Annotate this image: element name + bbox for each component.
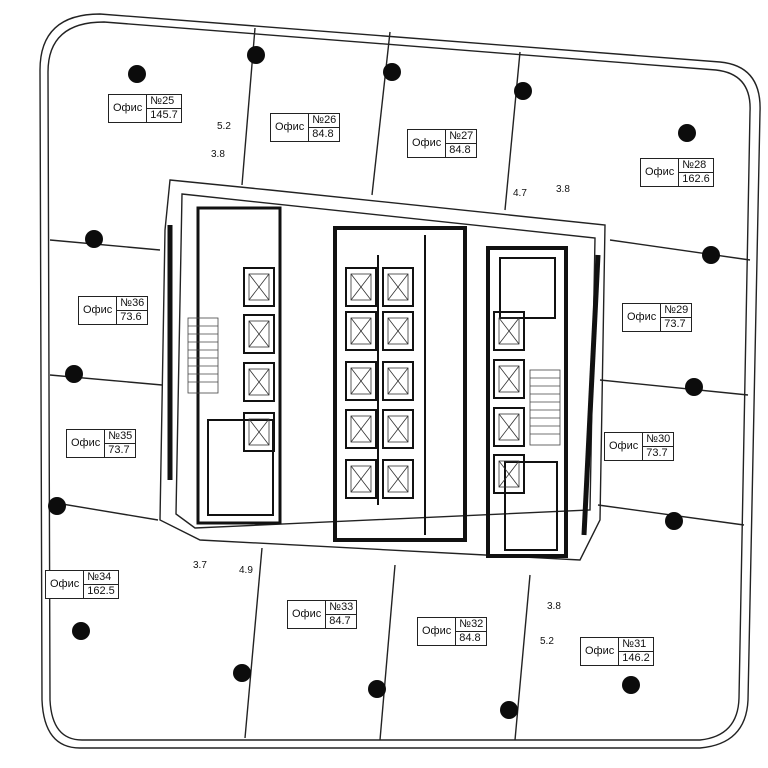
stairs: [187, 317, 561, 446]
elevator-shaft: [345, 311, 377, 351]
elevator-shaft: [345, 409, 377, 449]
office-number: №34: [84, 571, 118, 585]
elevator-shaft: [382, 311, 414, 351]
office-area: 84.8: [449, 144, 471, 156]
column-dot: [247, 46, 265, 64]
office-area: 162.5: [87, 585, 115, 597]
column-dot: [65, 365, 83, 383]
elevator-shaft: [493, 311, 525, 351]
elevator-shaft: [243, 362, 275, 402]
building-facade: [39, 13, 761, 749]
column-dot: [368, 680, 386, 698]
column-dot: [678, 124, 696, 142]
office-label: Офис: [581, 638, 620, 665]
office-number: №25: [147, 95, 181, 109]
wc-area-label: 3.8: [546, 601, 562, 612]
wc-area-label: 3.7: [192, 560, 208, 571]
elevator-shaft: [382, 459, 414, 499]
office-number: №28: [679, 159, 713, 173]
column-dot: [383, 63, 401, 81]
wc-area-label: 4.9: [238, 565, 254, 576]
office-label: Офис: [418, 618, 457, 645]
elevator-shaft: [243, 314, 275, 354]
column-dot: [514, 82, 532, 100]
office-number: №31: [619, 638, 653, 652]
elevator-shaft: [345, 267, 377, 307]
elevator-shaft: [493, 359, 525, 399]
wc-area-label: 5.2: [216, 121, 232, 132]
elevator-shafts: [243, 267, 525, 499]
office-label: Офис: [288, 601, 327, 628]
elevator-shaft: [382, 267, 414, 307]
elevator-shaft: [243, 267, 275, 307]
wc-area-label: 5.2: [539, 636, 555, 647]
office-number: №36: [117, 297, 148, 311]
office-label: Офис: [623, 304, 662, 331]
corridor-ring: [159, 179, 606, 561]
office-label: Офис: [79, 297, 118, 324]
column-dot: [622, 676, 640, 694]
office-number: №32: [456, 618, 487, 632]
wc-area-label: 3.8: [555, 184, 571, 195]
office-label: Офис: [641, 159, 680, 186]
column-dot: [85, 230, 103, 248]
elevator-shaft: [243, 412, 275, 452]
office-area: 84.8: [312, 128, 334, 140]
office-area: 162.6: [682, 173, 710, 185]
office-area: 146.2: [622, 652, 650, 664]
office-area: 84.8: [459, 632, 481, 644]
office-area: 73.6: [120, 311, 142, 323]
column-dot: [702, 246, 720, 264]
office-label: Офис: [46, 571, 85, 598]
office-label: Офис: [408, 130, 447, 157]
wc-area-label: 4.7: [512, 188, 528, 199]
elevator-shaft: [345, 361, 377, 401]
office-area: 73.7: [664, 318, 686, 330]
column-dot: [72, 622, 90, 640]
office-number: №35: [105, 430, 136, 444]
office-area: 84.7: [329, 615, 351, 627]
office-area: 73.7: [646, 447, 668, 459]
office-number: №33: [326, 601, 357, 615]
column-dot: [500, 701, 518, 719]
column-dot: [233, 664, 251, 682]
office-number: №29: [661, 304, 692, 318]
column-dot: [48, 497, 66, 515]
column-dot: [665, 512, 683, 530]
office-label: Офис: [605, 433, 644, 460]
office-number: №27: [446, 130, 477, 144]
office-number: №26: [309, 114, 340, 128]
office-label: Офис: [271, 114, 310, 141]
column-dot: [685, 378, 703, 396]
wc-area-label: 3.8: [210, 149, 226, 160]
elevator-shaft: [382, 361, 414, 401]
central-core: [167, 206, 601, 558]
office-area: 73.7: [108, 444, 130, 456]
office-label: Офис: [67, 430, 106, 457]
elevator-shaft: [382, 409, 414, 449]
office-label: Офис: [109, 95, 148, 122]
office-area: 145.7: [150, 109, 178, 121]
elevator-shaft: [345, 459, 377, 499]
elevator-shaft: [493, 454, 525, 494]
office-number: №30: [643, 433, 674, 447]
elevator-shaft: [493, 407, 525, 447]
column-dot: [128, 65, 146, 83]
